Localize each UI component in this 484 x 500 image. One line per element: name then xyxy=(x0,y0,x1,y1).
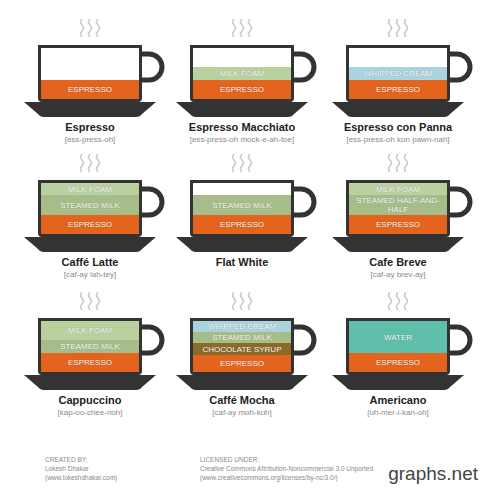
drink-layer: STEAMED MILK xyxy=(193,332,291,343)
drink-layer: ESPRESSO xyxy=(349,215,447,234)
drink-name: Caffé Mocha xyxy=(209,394,274,406)
drink-layer: WHIPPED CREAM xyxy=(193,321,291,332)
drink-layer: ESPRESSO xyxy=(193,80,291,99)
drink-name: Cafe Breve xyxy=(369,256,426,268)
drink-name: Espresso xyxy=(65,121,115,133)
cup-interior: MILK FOAM ESPRESSO xyxy=(193,48,291,99)
layer-label: MILK FOAM xyxy=(217,69,267,78)
cup-decoration xyxy=(332,292,470,390)
cup-decoration xyxy=(176,292,314,390)
pronunciation: [ess-press-oh] xyxy=(65,135,116,144)
cup-interior: MILK FOAM STEAMED MILK ESPRESSO xyxy=(41,321,139,372)
pronunciation: [caf-ay lah-tey] xyxy=(64,270,116,279)
cup-decoration xyxy=(24,154,162,252)
drink-layer: ESPRESSO xyxy=(349,80,447,99)
layer-label: ESPRESSO xyxy=(373,85,423,94)
drink-layer: STEAMED MILK xyxy=(193,195,291,215)
layer-label: STEAMED MILK xyxy=(57,201,123,210)
drink-layer: ESPRESSO xyxy=(193,215,291,234)
license-name: Creative Commons Attribution-Noncommerci… xyxy=(200,465,373,472)
drink-layer: WHIPPED CREAM xyxy=(349,67,447,80)
drink-name: Espresso Macchiato xyxy=(189,121,295,133)
license-url: (www.creativecommons.org/licenses/by-nc/… xyxy=(200,474,338,481)
pronunciation: [caf-ay brev-ay] xyxy=(370,270,425,279)
coffee-cup: MILK FOAMESPRESSOEspresso Macchiato[ess-… xyxy=(190,45,294,102)
coffee-cup: MILK FOAMSTEAMED HALF-AND-HALFESPRESSOCa… xyxy=(346,180,450,237)
coffee-cup: MILK FOAMSTEAMED MILKESPRESSOCaffé Latte… xyxy=(38,180,142,237)
layer-label: WATER xyxy=(381,333,415,342)
coffee-cup: MILK FOAMSTEAMED MILKESPRESSOCappuccino[… xyxy=(38,318,142,375)
cup-interior: MILK FOAM STEAMED MILK ESPRESSO xyxy=(41,183,139,234)
cup-decoration xyxy=(332,154,470,252)
license-heading: LICENSED UNDER: xyxy=(200,456,259,463)
drink-layer: STEAMED MILK xyxy=(41,195,139,215)
cup-decoration xyxy=(24,19,162,117)
pronunciation: [uh-mer-i-kan-oh] xyxy=(367,408,428,417)
credit-heading: CREATED BY: xyxy=(45,456,88,463)
drink-layer: MILK FOAM xyxy=(193,67,291,80)
drink-layer: ESPRESSO xyxy=(41,80,139,99)
cup-interior: WHIPPED CREAM STEAMED MILK CHOCOLATE SYRUP… xyxy=(193,321,291,372)
credit-url: (www.lokeshdhakar.com) xyxy=(45,474,117,481)
layer-label: ESPRESSO xyxy=(65,85,115,94)
layer-label: CHOCOLATE SYRUP xyxy=(200,345,285,354)
cup-decoration xyxy=(332,19,470,117)
cup-interior: STEAMED MILK ESPRESSO xyxy=(193,183,291,234)
layer-label: ESPRESSO xyxy=(373,358,423,367)
drink-layer: MILK FOAM xyxy=(349,183,447,195)
drink-layer: ESPRESSO xyxy=(193,355,291,372)
credit-name: Lokesh Dhakar xyxy=(45,465,89,472)
layer-label: STEAMED MILK xyxy=(57,342,123,351)
drink-layer: WATER xyxy=(349,321,447,353)
pronunciation: [ess-press-oh kon pawn-nah] xyxy=(346,135,449,144)
cup-decoration xyxy=(176,154,314,252)
layer-label: MILK FOAM xyxy=(373,185,423,194)
cup-decoration xyxy=(176,19,314,117)
coffee-cup: WATERESPRESSOAmericano[uh-mer-i-kan-oh] xyxy=(346,318,450,375)
drink-name: Flat White xyxy=(216,256,269,268)
drink-layer: CHOCOLATE SYRUP xyxy=(193,343,291,355)
layer-label: ESPRESSO xyxy=(217,220,267,229)
layer-label: ESPRESSO xyxy=(65,220,115,229)
layer-label: WHIPPED CREAM xyxy=(205,322,279,331)
watermark: graphs.net xyxy=(386,463,480,485)
cup-decoration xyxy=(24,292,162,390)
drink-layer: ESPRESSO xyxy=(349,353,447,372)
drink-layer: MILK FOAM xyxy=(41,321,139,340)
layer-label: STEAMED HALF-AND-HALF xyxy=(349,196,447,214)
layer-label: WHIPPED CREAM xyxy=(361,69,435,78)
cup-interior: ESPRESSO xyxy=(41,48,139,99)
drink-layer: ESPRESSO xyxy=(41,215,139,234)
coffee-cup: WHIPPED CREAM STEAMED MILK CHOCOLATE SYRUP… xyxy=(190,318,294,375)
drink-name: Americano xyxy=(370,394,427,406)
cup-interior: WHIPPED CREAM ESPRESSO xyxy=(349,48,447,99)
drink-name: Espresso con Panna xyxy=(344,121,452,133)
drink-name: Caffé Latte xyxy=(62,256,119,268)
layer-label: MILK FOAM xyxy=(65,326,115,335)
drink-layer: STEAMED MILK xyxy=(41,340,139,353)
drink-name: Cappuccino xyxy=(59,394,122,406)
layer-label: ESPRESSO xyxy=(217,359,267,368)
layer-label: STEAMED MILK xyxy=(209,201,275,210)
layer-label: ESPRESSO xyxy=(373,220,423,229)
coffee-cup: ESPRESSOEspresso[ess-press-oh] xyxy=(38,45,142,102)
layer-label: ESPRESSO xyxy=(65,358,115,367)
drink-layer: ESPRESSO xyxy=(41,353,139,372)
drink-layer: MILK FOAM xyxy=(41,183,139,195)
drink-layer: STEAMED HALF-AND-HALF xyxy=(349,195,447,215)
coffee-cup: STEAMED MILKESPRESSOFlat White xyxy=(190,180,294,237)
coffee-cup: WHIPPED CREAMESPRESSOEspresso con Panna[… xyxy=(346,45,450,102)
cup-interior: WATER ESPRESSO xyxy=(349,321,447,372)
cup-interior: MILK FOAM STEAMED HALF-AND-HALF ESPRESSO xyxy=(349,183,447,234)
pronunciation: [caf-ay moh-kuh] xyxy=(212,408,272,417)
pronunciation: [kap-oo-chee-noh] xyxy=(58,408,123,417)
layer-label: MILK FOAM xyxy=(65,185,115,194)
layer-label: STEAMED MILK xyxy=(209,333,275,342)
pronunciation: [ess-press-oh mock-e-ah-toe] xyxy=(190,135,294,144)
layer-label: ESPRESSO xyxy=(217,85,267,94)
